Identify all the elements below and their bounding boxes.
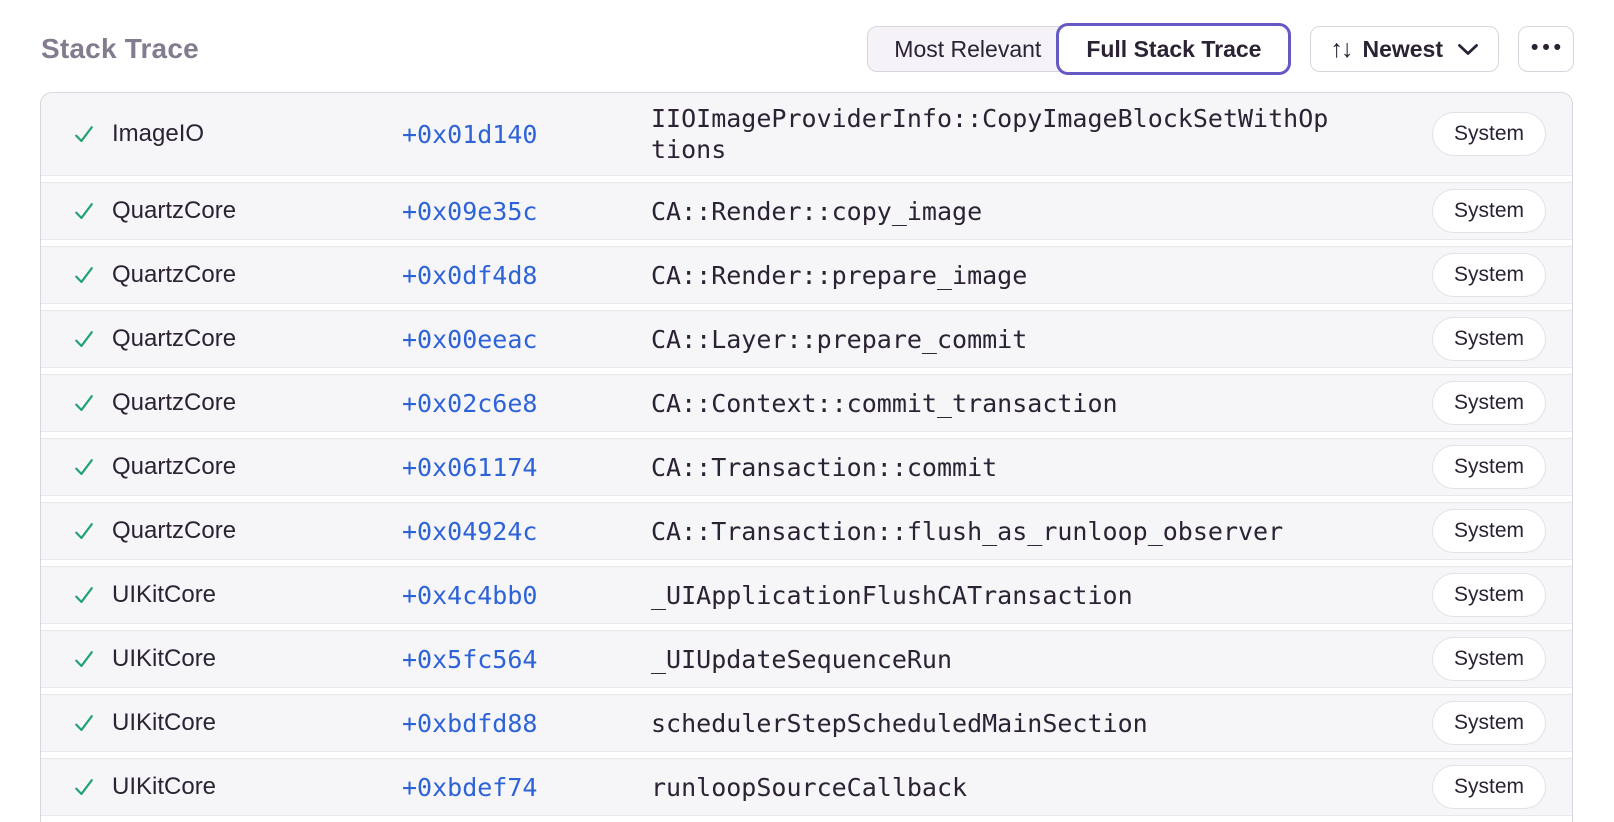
frame-function: CA::Context::commit_transaction [651,388,1118,418]
check-icon [75,395,93,412]
frame-address-link[interactable]: +0x5fc564 [402,644,538,674]
frame-address-link[interactable]: +0x04924c [402,516,538,546]
frame-module: UIKitCore [112,773,217,800]
check-icon [75,779,93,796]
check-icon [75,523,93,540]
frame-function: schedulerStepScheduledMainSection [651,708,1148,738]
frame-address-link[interactable]: +0xbdef74 [402,772,538,802]
stack-frame-row[interactable]: QuartzCore +0x04924c CA::Transaction::fl… [41,502,1572,560]
stack-frame-row[interactable]: UIKitCore +0x5fc564 _UIUpdateSequenceRun… [41,630,1572,688]
view-toggle: Most Relevant Full Stack Trace [867,23,1292,75]
frame-module: UIKitCore [112,709,217,736]
full-stack-trace-button[interactable]: Full Stack Trace [1056,23,1292,75]
check-icon [75,587,93,604]
sort-dropdown-button[interactable]: ↑↓ Newest [1310,26,1499,72]
check-icon [75,715,93,732]
chevron-down-icon [1458,43,1478,55]
stack-frame-row[interactable]: QuartzCore +0x02c6e8 CA::Context::commit… [41,374,1572,432]
frame-system-badge: System [1431,253,1546,297]
check-icon [75,459,93,476]
more-options-button[interactable]: ••• [1518,26,1574,72]
frame-function: _UIUpdateSequenceRun [651,644,953,674]
frame-function: CA::Layer::prepare_commit [651,324,1028,354]
frame-module: UIKitCore [112,645,217,672]
stack-trace-table: ImageIO +0x01d140 IIOImageProviderInfo::… [40,92,1573,822]
sort-label: Newest [1362,35,1443,62]
frame-address-link[interactable]: +0x01d140 [402,119,538,149]
frame-module: QuartzCore [112,261,237,288]
frame-module: QuartzCore [112,517,237,544]
frame-system-badge: System [1431,317,1546,361]
frame-module: QuartzCore [112,197,237,224]
frame-system-badge: System [1431,445,1546,489]
frame-function: CA::Render::copy_image [651,196,983,226]
frame-system-badge: System [1431,112,1546,156]
page-title: Stack Trace [41,33,199,64]
frame-address-link[interactable]: +0x0df4d8 [402,260,538,290]
frame-function: CA::Transaction::commit [651,452,998,482]
check-icon [75,203,93,220]
frame-system-badge: System [1431,701,1546,745]
stack-frame-row[interactable]: QuartzCore +0x00eeac CA::Layer::prepare_… [41,310,1572,368]
stack-frame-row[interactable]: UIKitCore +0x4c4bb0 _UIApplicationFlushC… [41,566,1572,624]
ellipsis-icon: ••• [1530,35,1566,59]
frame-module: QuartzCore [112,325,237,352]
frame-module: QuartzCore [112,453,237,480]
check-icon [75,651,93,668]
frame-address-link[interactable]: +0x02c6e8 [402,388,538,418]
frame-function: runloopSourceCallback [651,772,968,802]
frame-system-badge: System [1431,637,1546,681]
check-icon [75,267,93,284]
frame-module: QuartzCore [112,389,237,416]
frame-address-link[interactable]: +0xbdfd88 [402,708,538,738]
frame-function: IIOImageProviderInfo::CopyImageBlockSetW… [651,104,1329,164]
frame-system-badge: System [1431,509,1546,553]
frame-address-link[interactable]: +0x4c4bb0 [402,580,538,610]
stack-frame-row[interactable]: QuartzCore +0x061174 CA::Transaction::co… [41,438,1572,496]
frame-system-badge: System [1431,573,1546,617]
stack-frame-row[interactable]: QuartzCore +0x0df4d8 CA::Render::prepare… [41,246,1572,304]
frame-system-badge: System [1431,381,1546,425]
stack-frame-row[interactable]: ImageIO +0x01d140 IIOImageProviderInfo::… [41,93,1572,176]
header-controls: Most Relevant Full Stack Trace ↑↓ Newest… [867,23,1574,75]
frame-system-badge: System [1431,189,1546,233]
stack-trace-header: Stack Trace Most Relevant Full Stack Tra… [0,0,1614,92]
frame-function: CA::Render::prepare_image [651,260,1028,290]
stack-frame-row[interactable]: UIKitCore +0xbdfd88 schedulerStepSchedul… [41,694,1572,752]
frame-module: UIKitCore [112,581,217,608]
frame-address-link[interactable]: +0x00eeac [402,324,538,354]
sort-arrows-icon: ↑↓ [1330,34,1353,63]
most-relevant-button[interactable]: Most Relevant [867,26,1087,72]
stack-frame-row[interactable]: QuartzCore +0x09e35c CA::Render::copy_im… [41,182,1572,240]
check-icon [75,126,93,143]
frame-address-link[interactable]: +0x09e35c [402,196,538,226]
frame-system-badge: System [1431,765,1546,809]
frame-function: _UIApplicationFlushCATransaction [651,580,1133,610]
frame-address-link[interactable]: +0x061174 [402,452,538,482]
check-icon [75,331,93,348]
frame-function: CA::Transaction::flush_as_runloop_observ… [651,516,1284,546]
stack-frame-row[interactable]: UIKitCore +0xbdef74 runloopSourceCallbac… [41,758,1572,816]
frame-module: ImageIO [112,120,205,147]
